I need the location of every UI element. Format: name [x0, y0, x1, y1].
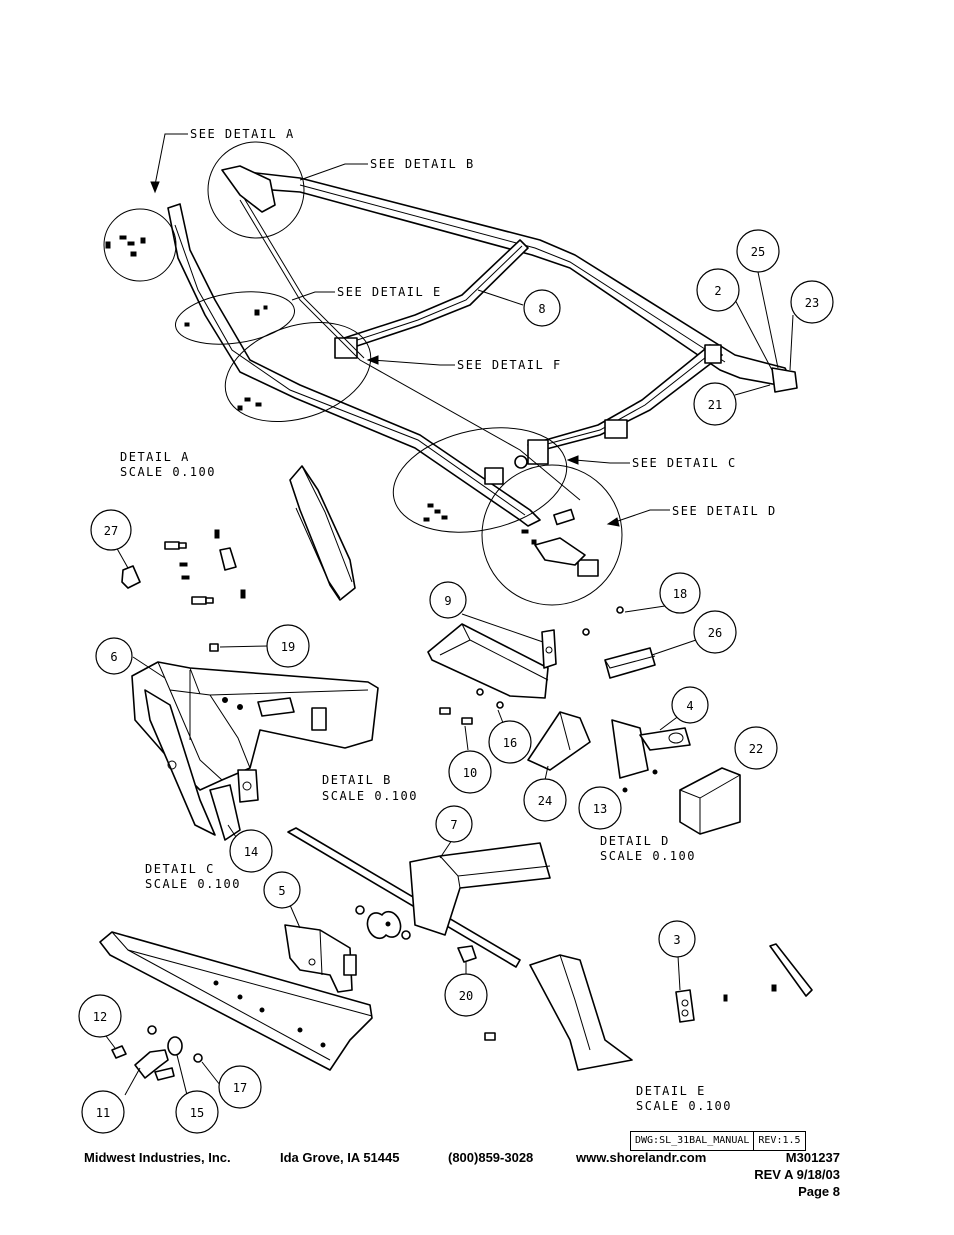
- balloon-15: 15: [175, 1090, 219, 1134]
- svg-text:3: 3: [673, 933, 680, 947]
- balloon-9: 9: [429, 581, 467, 619]
- detail-zones: [103, 141, 623, 606]
- balloon-6: 6: [95, 637, 133, 675]
- footer-page: Page 8: [798, 1184, 840, 1199]
- callout-see-detail-f: SEE DETAIL F: [457, 358, 562, 372]
- svg-text:10: 10: [463, 766, 477, 780]
- svg-text:11: 11: [96, 1106, 110, 1120]
- callout-see-detail-b: SEE DETAIL B: [370, 157, 475, 171]
- svg-text:22: 22: [749, 742, 763, 756]
- callout-see-detail-c: SEE DETAIL C: [632, 456, 737, 470]
- balloon-23: 23: [790, 280, 834, 324]
- part-balloons: 25 2 23 8 21 27 9 18 26 19 6 4 16 22 10 …: [78, 229, 834, 1134]
- detail-e-title: DETAIL E: [636, 1084, 706, 1098]
- svg-text:8: 8: [538, 302, 545, 316]
- balloon-13: 13: [578, 786, 622, 830]
- detail-titles: DETAIL A SCALE 0.100 DETAIL B SCALE 0.10…: [120, 450, 732, 1113]
- balloon-3: 3: [658, 920, 696, 958]
- svg-text:15: 15: [190, 1106, 204, 1120]
- balloon-8: 8: [523, 289, 561, 327]
- detail-b-parts: [131, 643, 379, 841]
- balloon-14: 14: [229, 829, 273, 873]
- balloon-12: 12: [78, 994, 122, 1038]
- callout-see-detail-e: SEE DETAIL E: [337, 285, 442, 299]
- svg-text:2: 2: [714, 284, 721, 298]
- svg-text:12: 12: [93, 1010, 107, 1024]
- balloon-10: 10: [448, 750, 492, 794]
- svg-text:14: 14: [244, 845, 258, 859]
- balloon-5: 5: [263, 871, 301, 909]
- svg-text:9: 9: [444, 594, 451, 608]
- balloon-24: 24: [523, 778, 567, 822]
- balloon-25: 25: [736, 229, 780, 273]
- balloon-16: 16: [488, 720, 532, 764]
- footer-revision: REV A 9/18/03: [754, 1167, 840, 1182]
- callout-leaders: [150, 133, 794, 527]
- balloon-11: 11: [81, 1090, 125, 1134]
- svg-text:19: 19: [281, 640, 295, 654]
- svg-text:16: 16: [503, 736, 517, 750]
- footer-doc-number: M301237: [785, 1150, 840, 1165]
- detail-b-title: DETAIL B: [322, 773, 392, 787]
- detail-c-title: DETAIL C: [145, 862, 215, 876]
- svg-text:6: 6: [110, 650, 117, 664]
- svg-text:7: 7: [450, 818, 457, 832]
- callout-labels: SEE DETAIL A SEE DETAIL B SEE DETAIL E S…: [190, 127, 777, 518]
- title-block-rev: REV:1.5: [753, 1132, 804, 1150]
- detail-c-scale: SCALE 0.100: [145, 877, 241, 891]
- svg-text:13: 13: [593, 802, 607, 816]
- footer-company: Midwest Industries, Inc.: [84, 1150, 231, 1165]
- balloon-17: 17: [218, 1065, 262, 1109]
- svg-text:25: 25: [751, 245, 765, 259]
- svg-text:21: 21: [708, 398, 722, 412]
- detail-a-title: DETAIL A: [120, 450, 190, 464]
- balloon-4: 4: [671, 686, 709, 724]
- detail-e-parts: [529, 943, 813, 1071]
- balloon-7: 7: [435, 805, 473, 843]
- detail-e-scale: SCALE 0.100: [636, 1099, 732, 1113]
- svg-text:24: 24: [538, 794, 552, 808]
- detail-d-parts: [427, 605, 741, 835]
- svg-text:5: 5: [278, 884, 285, 898]
- title-block: DWG:SL_31BAL_MANUAL REV:1.5: [630, 1131, 806, 1151]
- detail-a-parts: [114, 465, 356, 605]
- detail-b-scale: SCALE 0.100: [322, 789, 418, 803]
- svg-text:26: 26: [708, 626, 722, 640]
- balloon-26: 26: [693, 610, 737, 654]
- svg-text:20: 20: [459, 989, 473, 1003]
- balloon-18: 18: [659, 572, 701, 614]
- svg-text:23: 23: [805, 296, 819, 310]
- footer-address: Ida Grove, IA 51445: [280, 1150, 400, 1165]
- footer-website: www.shorelandr.com: [576, 1150, 707, 1165]
- callout-see-detail-d: SEE DETAIL D: [672, 504, 777, 518]
- balloon-22: 22: [734, 726, 778, 770]
- detail-d-scale: SCALE 0.100: [600, 849, 696, 863]
- detail-d-title: DETAIL D: [600, 834, 670, 848]
- svg-text:17: 17: [233, 1081, 247, 1095]
- footer-phone: (800)859-3028: [448, 1150, 534, 1165]
- trailer-frame: [167, 165, 798, 527]
- balloon-20: 20: [444, 973, 488, 1017]
- detail-c-parts: [99, 827, 551, 1096]
- svg-text:18: 18: [673, 587, 687, 601]
- balloon-2: 2: [696, 268, 740, 312]
- balloon-21: 21: [693, 382, 737, 426]
- svg-text:27: 27: [104, 524, 118, 538]
- balloon-27: 27: [90, 509, 132, 551]
- balloon-19: 19: [266, 624, 310, 668]
- svg-text:4: 4: [686, 699, 693, 713]
- detail-a-scale: SCALE 0.100: [120, 465, 216, 479]
- callout-see-detail-a: SEE DETAIL A: [190, 127, 295, 141]
- title-block-dwg: DWG:SL_31BAL_MANUAL: [635, 1135, 750, 1146]
